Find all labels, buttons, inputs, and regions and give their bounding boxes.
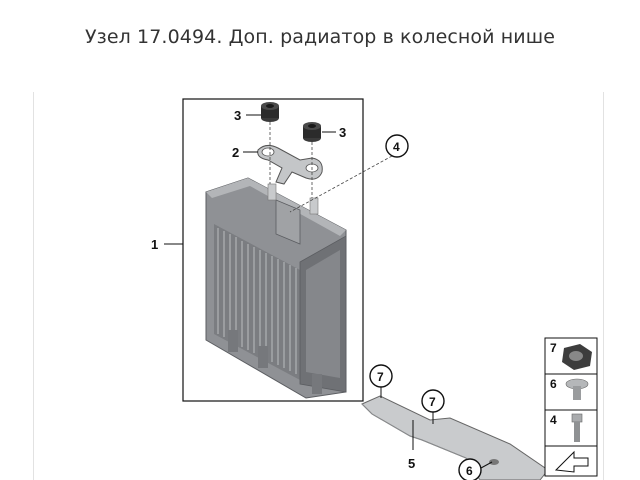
callout-3-top: 3 [234, 108, 241, 123]
arrow-icon [554, 450, 589, 473]
callout-1: 1 [151, 237, 158, 252]
nut-icon [562, 344, 592, 370]
bracket-illustration [257, 144, 323, 185]
callout-4: 4 [393, 140, 400, 154]
radiator-illustration [205, 177, 347, 399]
page-title: Узел 17.0494. Доп. радиатор в колесной н… [85, 26, 555, 48]
grommet-top-illustration [261, 102, 279, 122]
callout-7-left: 7 [377, 370, 384, 384]
legend-6: 6 [550, 377, 557, 391]
legend-4: 4 [550, 413, 557, 427]
grommet-right-illustration [303, 122, 321, 142]
frame-left-line [33, 92, 34, 480]
screw-icon [565, 378, 589, 400]
callout-2: 2 [232, 145, 239, 160]
callout-6: 6 [466, 464, 473, 478]
support-rail-illustration [361, 395, 549, 480]
parts-legend: 7 6 4 [544, 337, 598, 477]
callout-7-right: 7 [429, 395, 436, 409]
legend-7: 7 [550, 341, 557, 355]
bolt-icon [571, 413, 583, 442]
callout-4-circle [385, 134, 409, 158]
frame-right-line [603, 92, 604, 480]
assembly-group-box [182, 98, 364, 402]
callout-3-right: 3 [339, 125, 346, 140]
callout-5: 5 [408, 456, 415, 471]
callout-6-circle [458, 458, 482, 480]
